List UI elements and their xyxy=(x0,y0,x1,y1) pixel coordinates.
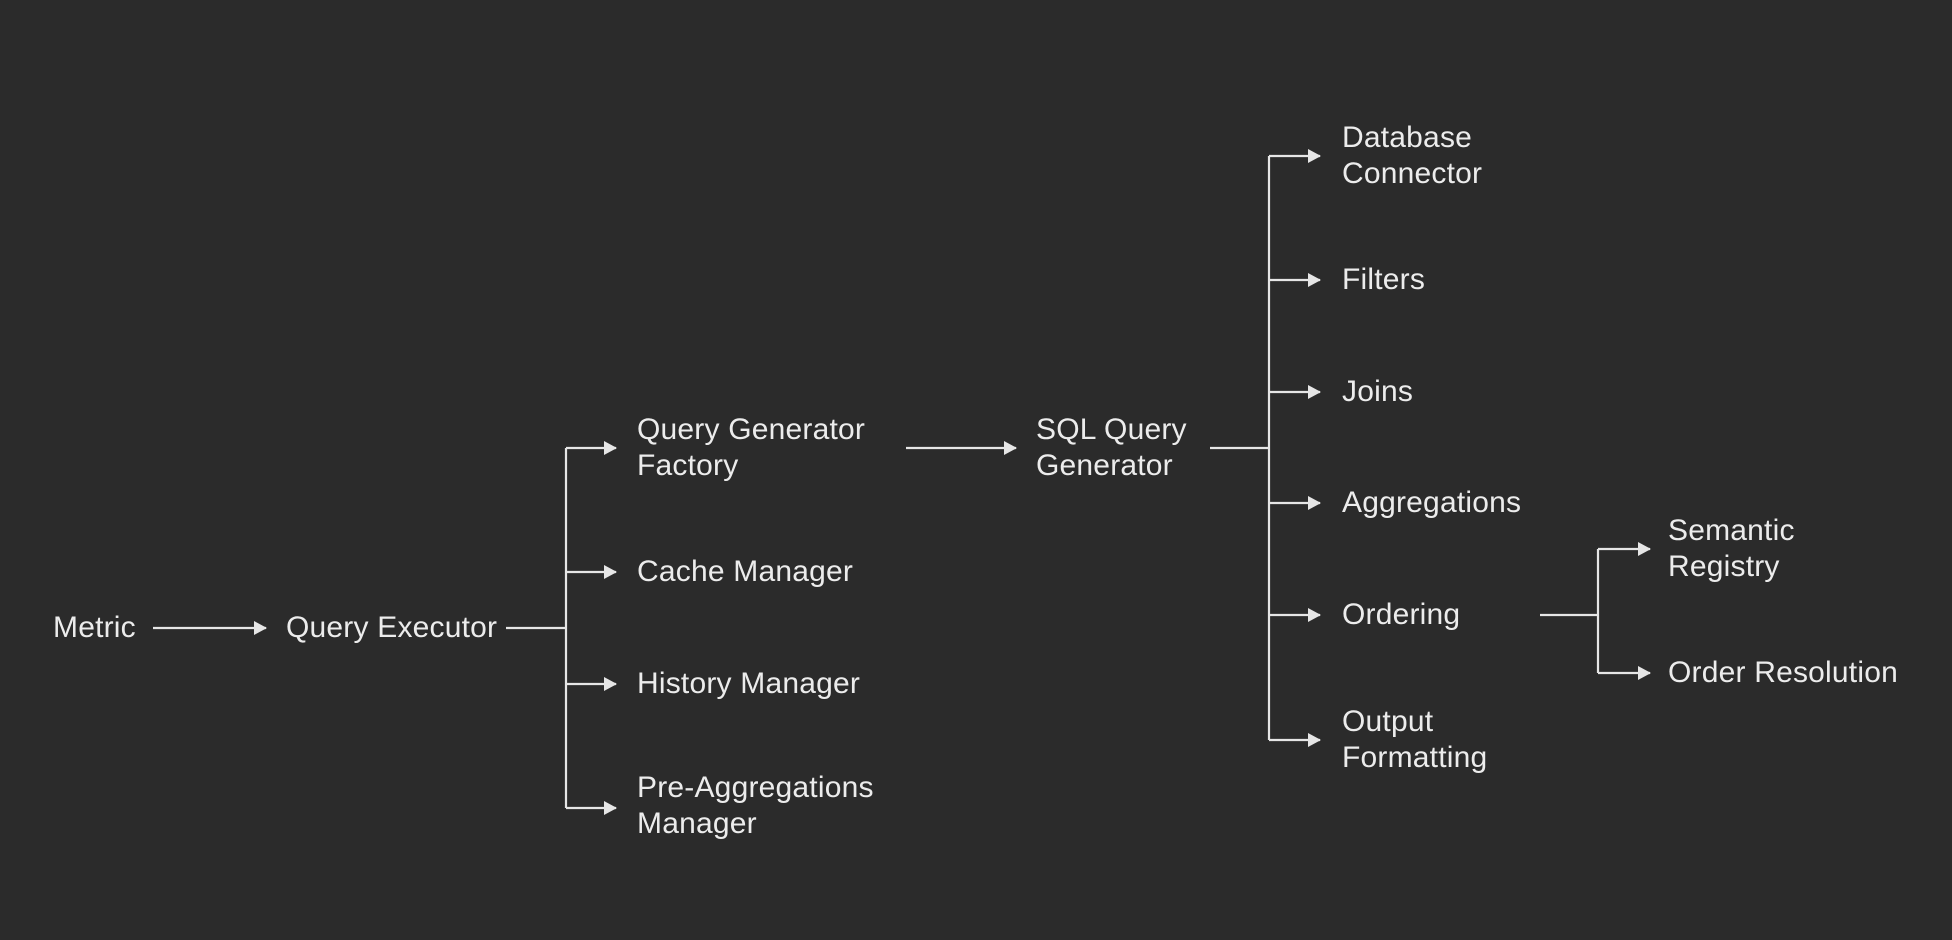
node-label: Connector xyxy=(1342,157,1483,190)
node-label: Query Generator xyxy=(637,413,866,446)
node-label: Query Executor xyxy=(286,611,498,644)
node-label: Cache Manager xyxy=(637,555,854,588)
node-label: Aggregations xyxy=(1342,486,1522,519)
node-sql-query-generator: SQL Query Generator xyxy=(1036,412,1187,484)
node-label: Order Resolution xyxy=(1668,656,1898,689)
node-output-formatting: Output Formatting xyxy=(1342,704,1487,776)
node-label: Joins xyxy=(1342,375,1414,408)
node-label: History Manager xyxy=(637,667,861,700)
node-label: Formatting xyxy=(1342,741,1488,774)
node-pre-aggregations-manager: Pre-Aggregations Manager xyxy=(637,770,874,842)
node-query-executor: Query Executor xyxy=(286,610,497,646)
node-metric: Metric xyxy=(53,610,136,646)
node-label: Output xyxy=(1342,705,1434,738)
node-query-generator-factory: Query Generator Factory xyxy=(637,412,865,484)
node-label: Semantic xyxy=(1668,514,1795,547)
node-label: Ordering xyxy=(1342,598,1461,631)
node-label: Generator xyxy=(1036,449,1173,482)
node-semantic-registry: Semantic Registry xyxy=(1668,513,1795,585)
node-label: Factory xyxy=(637,449,739,482)
node-order-resolution: Order Resolution xyxy=(1668,655,1898,691)
node-label: Manager xyxy=(637,807,757,840)
node-label: Pre-Aggregations xyxy=(637,771,874,804)
node-filters: Filters xyxy=(1342,262,1425,298)
node-label: Database xyxy=(1342,121,1473,154)
node-label: Registry xyxy=(1668,550,1780,583)
node-database-connector: Database Connector xyxy=(1342,120,1482,192)
node-label: SQL Query xyxy=(1036,413,1187,446)
node-history-manager: History Manager xyxy=(637,666,860,702)
node-cache-manager: Cache Manager xyxy=(637,554,853,590)
node-aggregations: Aggregations xyxy=(1342,485,1521,521)
node-label: Metric xyxy=(53,611,136,644)
node-label: Filters xyxy=(1342,263,1426,296)
node-ordering: Ordering xyxy=(1342,597,1460,633)
node-joins: Joins xyxy=(1342,374,1413,410)
